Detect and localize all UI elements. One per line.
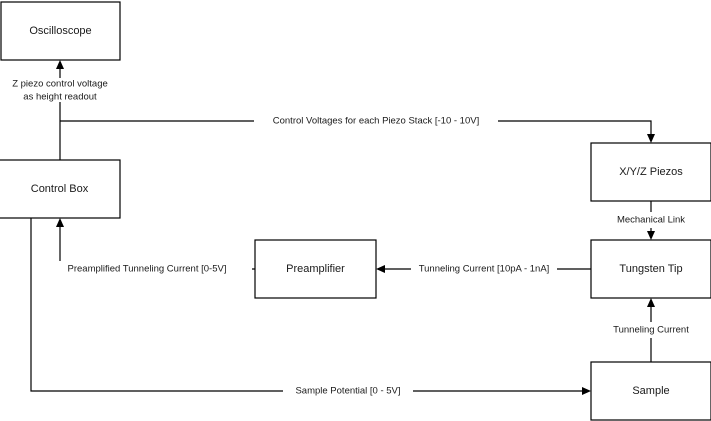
edge-label-text-tunneling-current-sample-tip: Tunneling Current <box>613 325 689 336</box>
node-control-box[interactable]: Control Box <box>0 159 121 219</box>
node-label-piezos: X/Y/Z Piezos <box>619 166 683 178</box>
edge-label-sample-potential: Sample Potential [0 - 5V] <box>283 383 413 399</box>
arrow-head-piezos-in <box>647 134 655 143</box>
node-rect-piezos[interactable] <box>590 142 711 202</box>
edge-label-z-piezo-readout: Z piezo control voltage as height readou… <box>6 78 116 103</box>
edge-label-bg-preamplified-current <box>42 261 252 277</box>
node-label-sample: Sample <box>632 385 669 397</box>
node-preamplifier[interactable]: Preamplifier <box>254 239 377 299</box>
edge-label-text-preamplified-current: Preamplified Tunneling Current [0-5V] <box>68 264 227 275</box>
edge-label-text-sample-potential: Sample Potential [0 - 5V] <box>295 386 400 397</box>
node-label-tungsten-tip: Tungsten Tip <box>619 263 682 275</box>
node-label-control-box: Control Box <box>31 183 89 195</box>
node-sample[interactable]: Sample <box>590 361 711 421</box>
edge-label-bg-tunneling-current-sample-tip <box>605 322 697 338</box>
edge-label-bg-tunneling-current-tip-preamp <box>411 261 557 277</box>
node-label-preamplifier: Preamplifier <box>286 263 345 275</box>
edge-label-text-z-piezo-readout-line2: as height readout <box>23 92 97 103</box>
node-rect-sample[interactable] <box>590 361 711 421</box>
edge-label-text-z-piezo-readout-line1: Z piezo control voltage <box>12 79 108 90</box>
node-label-oscilloscope: Oscilloscope <box>29 25 91 37</box>
arrow-head-tungsten-tip-bottom-in <box>647 298 655 307</box>
edge-z-piezo-readout <box>56 60 64 160</box>
node-rect-preamplifier[interactable] <box>254 239 377 299</box>
edge-label-bg-z-piezo-readout <box>6 78 116 102</box>
edge-label-bg-control-voltages <box>254 113 498 129</box>
node-oscilloscope[interactable]: Oscilloscope <box>0 1 121 61</box>
edge-label-text-control-voltages: Control Voltages for each Piezo Stack [-… <box>273 116 479 127</box>
edge-label-text-mechanical-link: Mechanical Link <box>617 215 685 226</box>
node-rect-oscilloscope[interactable] <box>0 1 121 61</box>
arrow-head-preamplifier-in <box>376 265 385 273</box>
node-rect-control-box[interactable] <box>0 159 121 219</box>
edge-label-tunneling-current-sample-tip: Tunneling Current <box>605 322 697 338</box>
arrow-head-control-box-bottom-in <box>56 218 64 227</box>
edge-label-text-tunneling-current-tip-preamp: Tunneling Current [10pA - 1nA] <box>419 264 550 275</box>
edge-label-mechanical-link: Mechanical Link <box>608 212 694 228</box>
edge-label-bg-mechanical-link <box>608 212 694 228</box>
arrow-head-sample-in <box>582 387 591 395</box>
arrow-head-oscilloscope-in <box>56 60 64 69</box>
arrow-head-tungsten-tip-top-in <box>647 231 655 240</box>
edge-label-control-voltages: Control Voltages for each Piezo Stack [-… <box>254 113 498 129</box>
node-rect-tungsten-tip[interactable] <box>590 239 711 299</box>
edge-label-tunneling-current-tip-preamp: Tunneling Current [10pA - 1nA] <box>411 261 557 277</box>
edge-label-preamplified-current: Preamplified Tunneling Current [0-5V] <box>42 261 252 277</box>
node-tungsten-tip[interactable]: Tungsten Tip <box>590 239 711 299</box>
edge-label-bg-sample-potential <box>283 383 413 399</box>
node-piezos[interactable]: X/Y/Z Piezos <box>590 142 711 202</box>
